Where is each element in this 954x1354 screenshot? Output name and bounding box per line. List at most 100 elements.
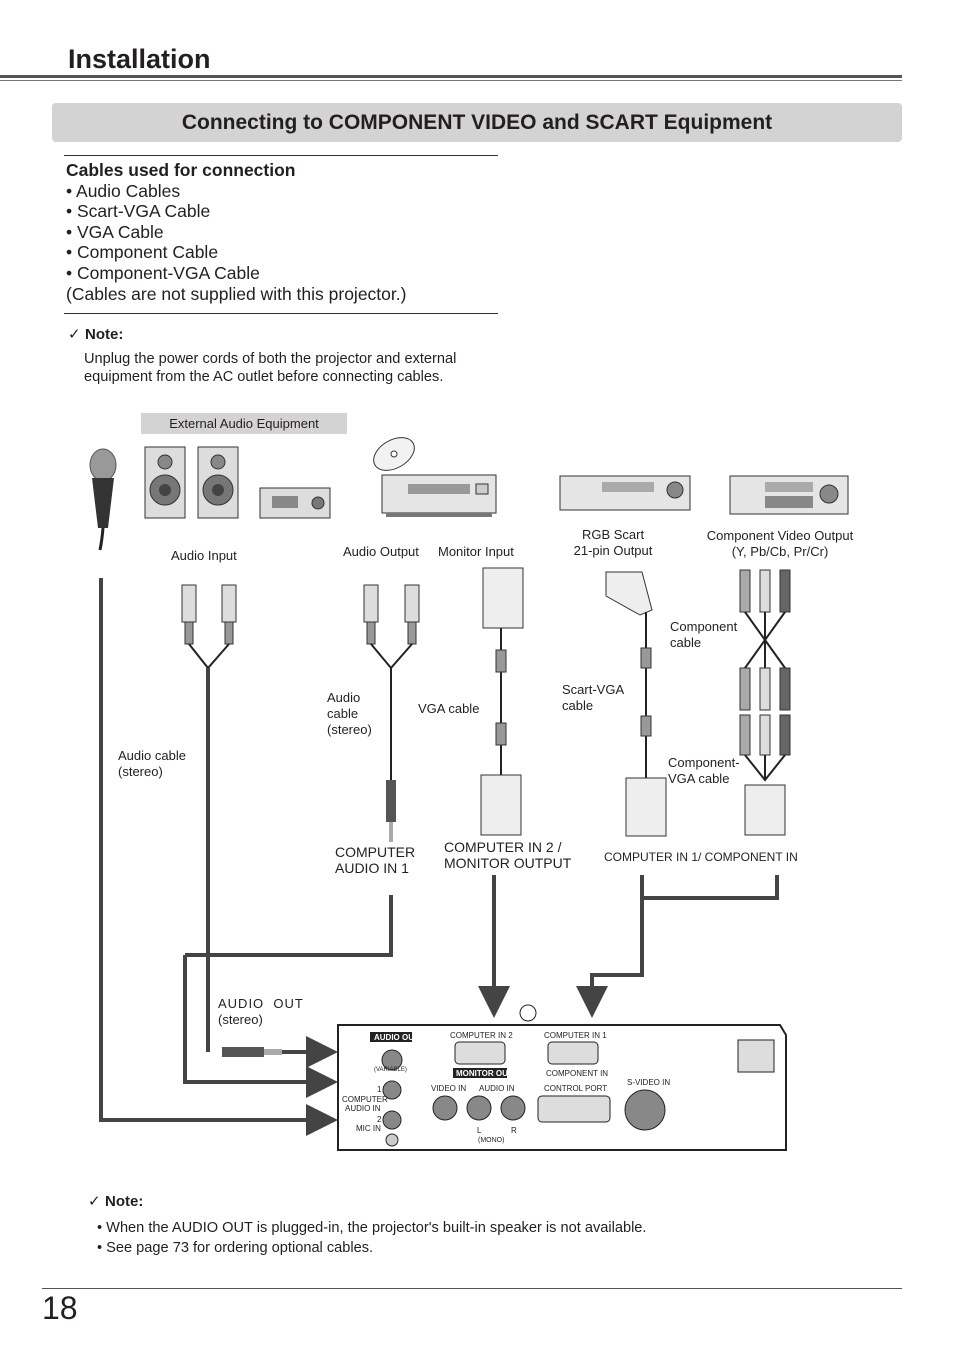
note1-line1: Unplug the power cords of both the proje… bbox=[84, 351, 457, 367]
external-audio-label: External Audio Equipment bbox=[141, 413, 347, 434]
rca-plug-pair bbox=[363, 584, 420, 670]
note2-line2: • See page 73 for ordering optional cabl… bbox=[97, 1240, 374, 1256]
note1-heading: Note: bbox=[85, 326, 124, 343]
mini-jack-plug bbox=[386, 668, 396, 842]
banner-title: Connecting to COMPONENT VIDEO and SCART … bbox=[181, 111, 773, 134]
component-vga-cable-label: Component- VGA cable bbox=[668, 755, 740, 787]
audio-output-label: Audio Output bbox=[343, 544, 419, 559]
computer-in1-label: COMPUTER IN 1/ COMPONENT IN bbox=[604, 850, 798, 864]
component-cable-label: Component cable bbox=[670, 619, 737, 651]
cable-item: • Audio Cables bbox=[66, 180, 181, 201]
title-rule-thin bbox=[0, 80, 902, 81]
note2-text: • When the AUDIO OUT is plugged-in, the … bbox=[97, 1218, 646, 1258]
component-video-output-line2: (Y, Pb/Cb, Pr/Cr) bbox=[731, 544, 829, 559]
panel-variable: (VARIABLE) bbox=[374, 1067, 407, 1073]
audio-out-plug bbox=[222, 1047, 282, 1057]
audio-cable-mid-line1: Audio bbox=[327, 690, 361, 705]
audio-cable-mid-line2: cable bbox=[327, 706, 359, 721]
panel-mic-in: MIC IN bbox=[356, 1124, 381, 1133]
panel-two: 2 bbox=[377, 1115, 382, 1124]
cables-heading: Cables used for connection bbox=[66, 160, 296, 180]
check-icon: ✓ bbox=[88, 1193, 101, 1210]
check-icon: ✓ bbox=[68, 326, 81, 343]
audio-cable-mid-line3: (stereo) bbox=[327, 722, 372, 737]
cable-item: • Scart-VGA Cable bbox=[66, 201, 211, 222]
rca-plug-pair bbox=[181, 584, 237, 670]
panel-control-port: CONTROL PORT bbox=[544, 1084, 607, 1093]
computer-audio-in-line2: AUDIO IN 1 bbox=[335, 860, 409, 876]
component-cable-line1: Component bbox=[670, 619, 738, 634]
disc-icon bbox=[373, 437, 415, 471]
panel-computer: COMPUTER bbox=[342, 1095, 388, 1104]
note1-header: ✓ Note: bbox=[68, 325, 123, 344]
footer-rule bbox=[42, 1288, 902, 1289]
panel-computer-in2: COMPUTER IN 2 bbox=[450, 1031, 513, 1040]
scart-vga-cable-label: Scart-VGA cable bbox=[562, 682, 624, 714]
banner: Connecting to COMPONENT VIDEO and SCART … bbox=[52, 103, 902, 142]
panel-video-in: VIDEO IN bbox=[431, 1084, 466, 1093]
section-title: Installation bbox=[68, 44, 211, 74]
cable-item: • Component Cable bbox=[66, 242, 219, 263]
audio-cable-left-label: Audio cable (stereo) bbox=[118, 748, 186, 780]
scart-device-icon bbox=[559, 475, 691, 511]
speaker-icon bbox=[197, 446, 239, 519]
amplifier-icon bbox=[259, 487, 331, 519]
panel-monitor-out: MONITOR OUT bbox=[456, 1069, 513, 1078]
audio-out-line1: AUDIO OUT bbox=[218, 996, 304, 1011]
audio-input-label: Audio Input bbox=[171, 548, 237, 563]
cables-box: Cables used for connection • Audio Cable… bbox=[66, 160, 406, 304]
cables-footnote: (Cables are not supplied with this proje… bbox=[66, 283, 407, 304]
panel-audio-out: AUDIO OUT bbox=[374, 1033, 419, 1042]
panel-one: 1 bbox=[377, 1085, 382, 1094]
monitor-input-label: Monitor Input bbox=[438, 544, 514, 559]
panel-l: L bbox=[477, 1126, 482, 1135]
panel-r: R bbox=[511, 1126, 517, 1135]
computer-in2-label: COMPUTER IN 2 / MONITOR OUTPUT bbox=[444, 839, 571, 871]
audio-out-line2: (stereo) bbox=[218, 1012, 263, 1027]
component-video-output-label: Component Video Output (Y, Pb/Cb, Pr/Cr) bbox=[695, 528, 865, 560]
component-vga-cable-line1: Component- bbox=[668, 755, 740, 770]
computer-audio-in-line1: COMPUTER bbox=[335, 844, 416, 860]
signal-lines bbox=[99, 578, 779, 1136]
microphone-icon bbox=[89, 448, 117, 551]
component-vga-cable-line2: VGA cable bbox=[668, 771, 730, 786]
cables-box-bottom-rule bbox=[64, 313, 498, 314]
cables-box-top-rule bbox=[64, 155, 498, 156]
audio-out-label: AUDIO OUT (stereo) bbox=[218, 996, 304, 1028]
panel-computer-in1: COMPUTER IN 1 bbox=[544, 1031, 607, 1040]
panel-component-in: COMPONENT IN bbox=[546, 1069, 608, 1078]
component-video-output-line1: Component Video Output bbox=[706, 528, 854, 543]
audio-cable-left-line1: Audio cable bbox=[118, 748, 186, 763]
component-cable-line2: cable bbox=[670, 635, 702, 650]
panel-audio-in2: AUDIO IN bbox=[479, 1084, 515, 1093]
computer-in2-line1: COMPUTER IN 2 / bbox=[444, 839, 562, 855]
scart-vga-cable-line2: cable bbox=[562, 698, 594, 713]
panel-mono: (MONO) bbox=[478, 1137, 504, 1144]
note2-line1: • When the AUDIO OUT is plugged-in, the … bbox=[97, 1220, 647, 1236]
terminal-panel bbox=[337, 1004, 787, 1151]
panel-audio-in: AUDIO IN bbox=[345, 1104, 381, 1113]
rgb-scart-line2: 21-pin Output bbox=[573, 543, 653, 558]
dvd-player-icon bbox=[381, 474, 497, 517]
rgb-scart-line1: RGB Scart bbox=[581, 527, 645, 542]
audio-cable-mid-label: Audio cable (stereo) bbox=[327, 690, 372, 738]
page-number: 18 bbox=[42, 1290, 78, 1326]
audio-cable-left-line2: (stereo) bbox=[118, 764, 163, 779]
scart-vga-cable-line1: Scart-VGA bbox=[562, 682, 625, 697]
panel-s-video-in: S-VIDEO IN bbox=[627, 1078, 670, 1087]
component-cable bbox=[739, 569, 791, 836]
scart-vga-cable bbox=[605, 571, 667, 837]
vga-cable-label: VGA cable bbox=[418, 701, 480, 716]
cable-item: • Component-VGA Cable bbox=[66, 262, 260, 283]
component-device-icon bbox=[729, 475, 849, 515]
note1-line2: equipment from the AC outlet before conn… bbox=[84, 369, 444, 385]
rgb-scart-label: RGB Scart 21-pin Output bbox=[563, 527, 663, 559]
computer-audio-in-label: COMPUTER AUDIO IN 1 bbox=[335, 844, 415, 876]
cable-item: • VGA Cable bbox=[66, 221, 164, 242]
note2-heading: Note: bbox=[105, 1193, 144, 1210]
computer-in2-line2: MONITOR OUTPUT bbox=[444, 855, 572, 871]
note2-header: ✓ Note: bbox=[88, 1192, 143, 1211]
speaker-icon bbox=[144, 446, 186, 519]
note1-text: Unplug the power cords of both the proje… bbox=[84, 350, 456, 386]
